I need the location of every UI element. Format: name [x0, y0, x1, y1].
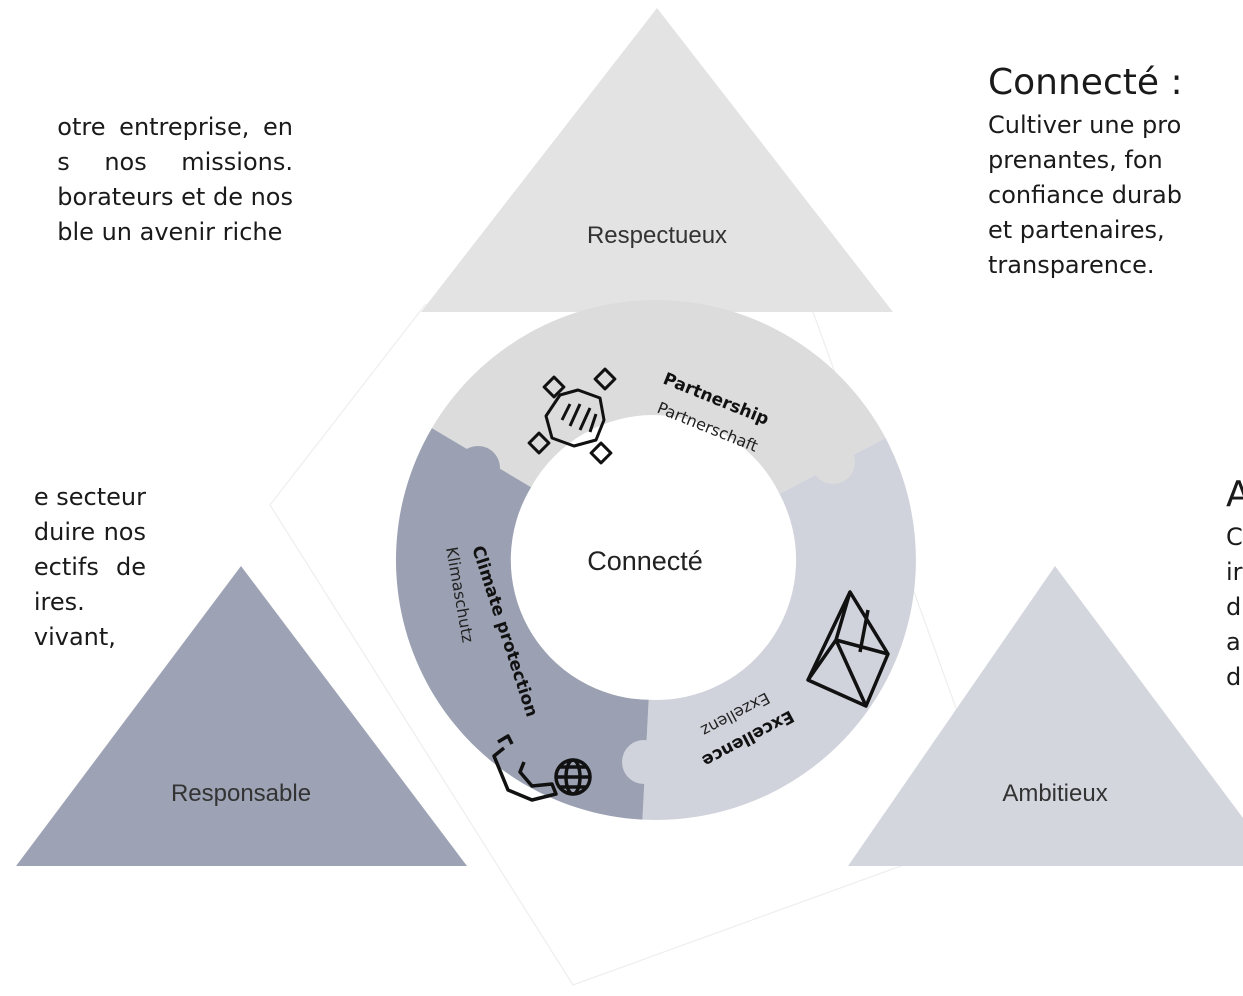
left-bottom-line-5: vivant,: [33, 623, 116, 651]
ring-knob-partnership: [811, 440, 855, 484]
right-top-line-5: transparence.: [988, 251, 1155, 279]
left-top-line-1: otre entreprise, en: [57, 113, 293, 141]
left-bottom-line-3: ectifs de: [33, 553, 146, 581]
diamond-icon: [806, 590, 890, 708]
right-bottom-line-5: d: [1226, 663, 1242, 691]
triangle-left: [16, 566, 467, 866]
ring-center-label: Connecté: [587, 546, 703, 576]
right-top-line-3: confiance durab: [988, 181, 1182, 209]
triangle-right: [848, 566, 1243, 866]
right-top-line-2: prenantes, fon: [988, 146, 1163, 174]
left-bottom-line-2: duire nos: [33, 518, 146, 546]
right-bottom-line-1: C: [1226, 523, 1243, 551]
right-top-paragraph: Connecté : Cultiver une pro prenantes, f…: [988, 58, 1183, 283]
triangle-right-label: Ambitieux: [1002, 780, 1107, 807]
left-top-line-2: s nos missions.: [57, 148, 293, 176]
right-bottom-paragraph: A C ir d a d: [1226, 470, 1243, 695]
hand-globe-icon: [492, 734, 592, 802]
handshake-hands-icon: [527, 367, 617, 465]
right-bottom-heading: A: [1226, 474, 1243, 515]
ring-segment-climate: [395, 428, 649, 820]
ring-segment-excellence: [642, 437, 916, 820]
right-top-line-1: Cultiver une pro: [988, 111, 1182, 139]
left-bottom-paragraph: e secteur duire nos ectifs de ires. viva…: [34, 480, 146, 655]
left-top-paragraph: otre entreprise, en s nos missions. bora…: [57, 110, 293, 250]
triangle-top: [421, 8, 893, 312]
right-bottom-line-3: d: [1226, 593, 1242, 621]
ring-knob-excellence: [622, 740, 666, 784]
right-top-line-4: et partenaires,: [988, 216, 1165, 244]
right-bottom-line-2: ir: [1226, 558, 1243, 586]
triangle-left-label: Responsable: [171, 780, 311, 807]
ring-knob-climate: [456, 446, 500, 490]
left-top-line-4: ble un avenir riche: [57, 218, 283, 246]
right-top-heading: Connecté :: [988, 62, 1183, 103]
left-top-line-3: borateurs et de nos: [57, 183, 293, 211]
triangle-top-label: Respectueux: [587, 222, 727, 249]
right-bottom-line-4: a: [1226, 628, 1241, 656]
left-bottom-line-4: ires.: [33, 588, 85, 616]
left-bottom-line-1: e secteur: [33, 483, 146, 511]
